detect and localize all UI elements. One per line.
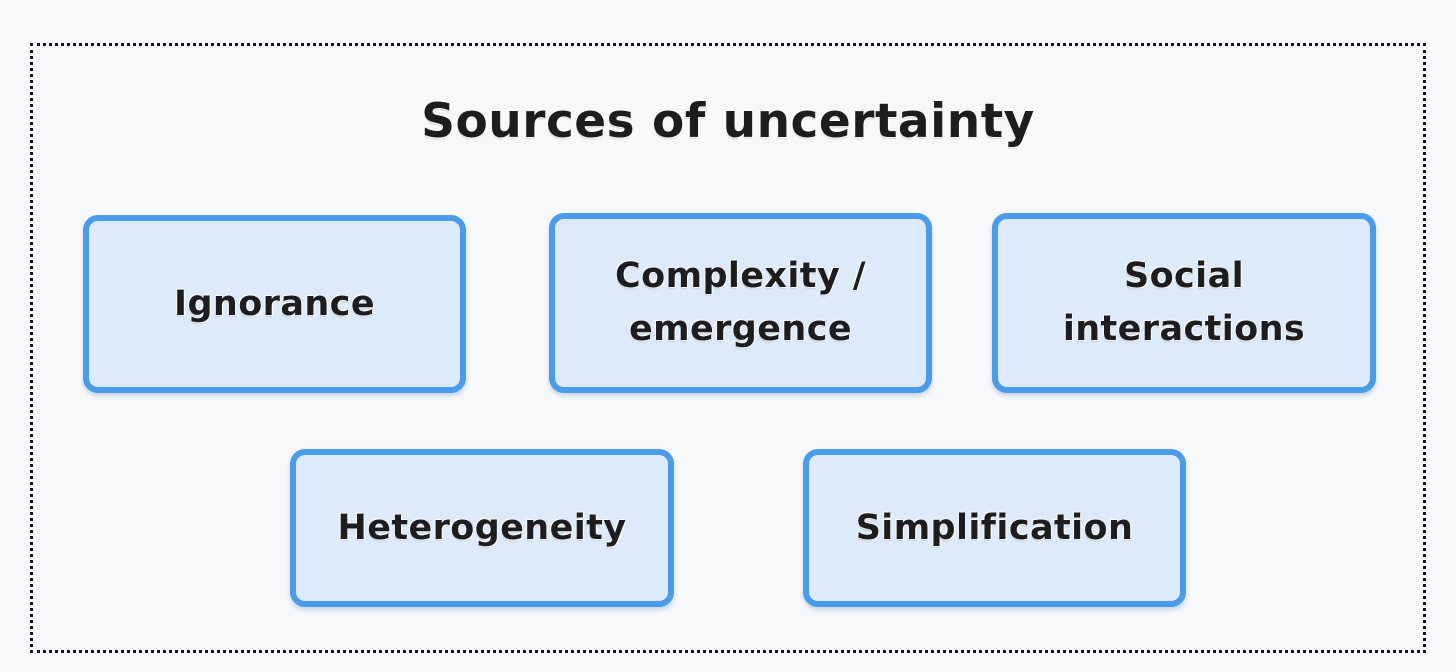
node-box-social-interactions[interactable]: Social interactions	[992, 213, 1376, 393]
node-label: Heterogeneity	[337, 507, 627, 548]
node-label: Complexity / emergence	[615, 256, 866, 349]
node-label: Simplification	[855, 507, 1134, 548]
diagram-title: Sources of uncertainty	[421, 94, 1035, 149]
node-box-simplification[interactable]: Simplification	[803, 449, 1186, 607]
node-box-ignorance[interactable]: Ignorance	[83, 215, 466, 393]
node-box-heterogeneity[interactable]: Heterogeneity	[290, 449, 674, 607]
node-label: Ignorance	[174, 283, 375, 324]
node-box-complexity[interactable]: Complexity / emergence	[549, 213, 932, 393]
node-label: Social interactions	[1062, 256, 1306, 349]
